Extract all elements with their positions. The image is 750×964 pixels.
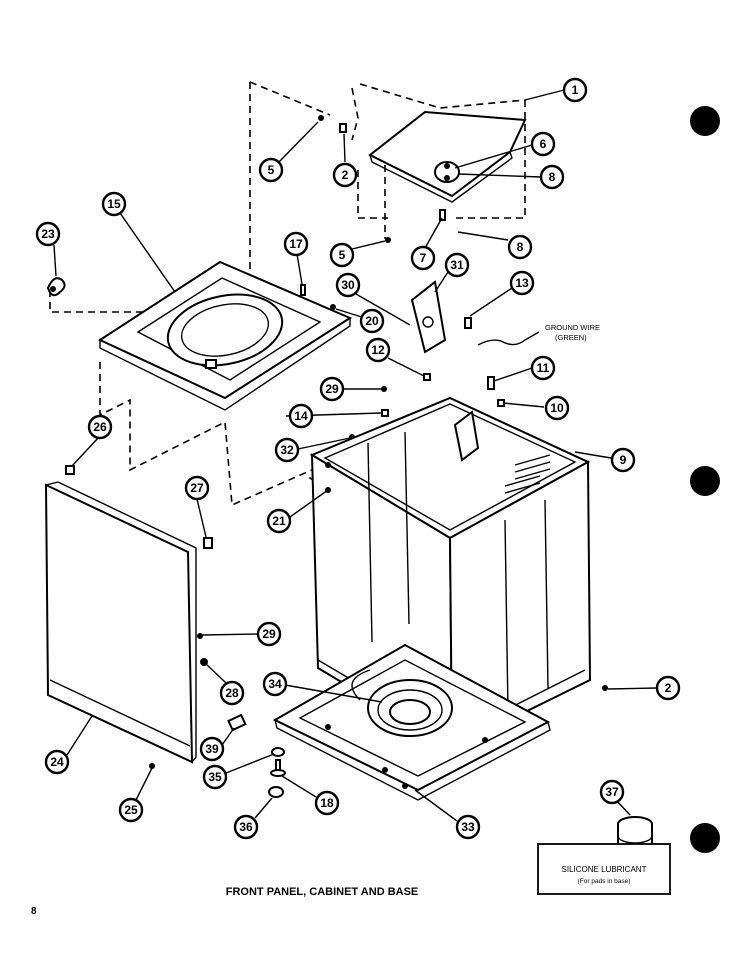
callout-12: 12 [365, 337, 391, 363]
svg-text:6: 6 [540, 137, 547, 151]
svg-text:14: 14 [294, 409, 308, 423]
svg-text:13: 13 [515, 276, 529, 290]
binder-hole-top [690, 106, 720, 136]
callout-37: 37 [599, 779, 625, 805]
callout-26: 26 [87, 414, 113, 440]
front-panel [44, 481, 197, 764]
svg-text:5: 5 [268, 163, 275, 177]
svg-text:36: 36 [239, 820, 253, 834]
svg-text:18: 18 [320, 796, 334, 810]
svg-text:1: 1 [572, 83, 579, 97]
ground-wire [477, 331, 540, 346]
callout-5-top: 5 [258, 157, 284, 183]
svg-text:5: 5 [339, 248, 346, 262]
callout-6: 6 [530, 131, 556, 157]
svg-text:33: 33 [461, 820, 475, 834]
svg-text:10: 10 [550, 401, 564, 415]
callout-11: 11 [530, 355, 556, 381]
callout-1: 1 [562, 77, 588, 103]
binder-hole-bottom [690, 823, 720, 853]
callout-7: 7 [410, 245, 436, 271]
svg-text:21: 21 [272, 514, 286, 528]
svg-text:23: 23 [41, 227, 55, 241]
svg-text:8: 8 [549, 170, 556, 184]
callout-14: 14 [288, 403, 314, 429]
callout-30: 30 [335, 272, 361, 298]
svg-text:11: 11 [537, 361, 550, 375]
svg-text:29: 29 [262, 627, 276, 641]
svg-text:15: 15 [107, 197, 121, 211]
ground-wire-color: (GREEN) [555, 333, 587, 342]
svg-text:28: 28 [225, 686, 239, 700]
binder-hole-middle [690, 466, 720, 496]
svg-text:37: 37 [605, 785, 619, 799]
callout-5-mid: 5 [329, 242, 355, 268]
callout-34: 34 [262, 671, 288, 697]
callout-15: 15 [101, 191, 127, 217]
svg-text:2: 2 [342, 168, 349, 182]
svg-text:29: 29 [325, 382, 339, 396]
page-number: 8 [31, 906, 37, 917]
svg-text:20: 20 [365, 314, 379, 328]
lubricant-label: SILICONE LUBRICANT [562, 865, 647, 874]
callout-20: 20 [359, 308, 385, 334]
clip-part [46, 277, 66, 297]
callout-9: 9 [610, 447, 636, 473]
callout-17: 17 [283, 231, 309, 257]
callout-28: 28 [219, 680, 245, 706]
svg-text:30: 30 [341, 278, 355, 292]
callout-21: 21 [266, 508, 292, 534]
callout-25: 25 [118, 797, 144, 823]
svg-text:35: 35 [208, 770, 222, 784]
base [272, 643, 551, 801]
leader-lines [53, 89, 658, 822]
svg-text:31: 31 [450, 258, 464, 272]
lubricant-note: (For pads in base) [578, 878, 631, 885]
svg-text:25: 25 [124, 803, 138, 817]
callout-8-top: 8 [539, 164, 565, 190]
svg-text:24: 24 [50, 755, 64, 769]
ground-wire-label: GROUND WIRE [545, 323, 600, 332]
svg-text:17: 17 [289, 237, 303, 251]
callout-2-top: 2 [332, 162, 358, 188]
callout-29-low: 29 [256, 621, 282, 647]
svg-text:7: 7 [420, 251, 427, 265]
top-cover [368, 110, 527, 203]
top-panel [97, 260, 353, 411]
callout-2-low: 2 [655, 675, 681, 701]
svg-text:8: 8 [517, 240, 524, 254]
callout-10: 10 [544, 395, 570, 421]
svg-text:32: 32 [280, 443, 294, 457]
callout-29-mid: 29 [319, 376, 345, 402]
bracket [410, 280, 447, 354]
callout-8-mid: 8 [507, 234, 533, 260]
svg-text:27: 27 [190, 481, 204, 495]
callout-36: 36 [233, 814, 259, 840]
callout-39: 39 [199, 736, 225, 762]
callout-23: 23 [35, 221, 61, 247]
svg-text:26: 26 [93, 420, 107, 434]
callout-31: 31 [444, 252, 470, 278]
callout-32: 32 [274, 437, 300, 463]
callout-13: 13 [509, 270, 535, 296]
svg-text:39: 39 [205, 742, 219, 756]
callout-35: 35 [202, 764, 228, 790]
callout-27: 27 [184, 475, 210, 501]
callout-33: 33 [455, 814, 481, 840]
svg-text:9: 9 [620, 453, 627, 467]
diagram-caption: FRONT PANEL, CABINET AND BASE [226, 886, 419, 898]
callout-18: 18 [314, 790, 340, 816]
svg-text:12: 12 [371, 343, 385, 357]
svg-text:34: 34 [268, 677, 282, 691]
svg-text:2: 2 [665, 681, 672, 695]
callout-24: 24 [44, 749, 70, 775]
lubricant-label-box: SILICONE LUBRICANT (For pads in base) [537, 843, 671, 895]
